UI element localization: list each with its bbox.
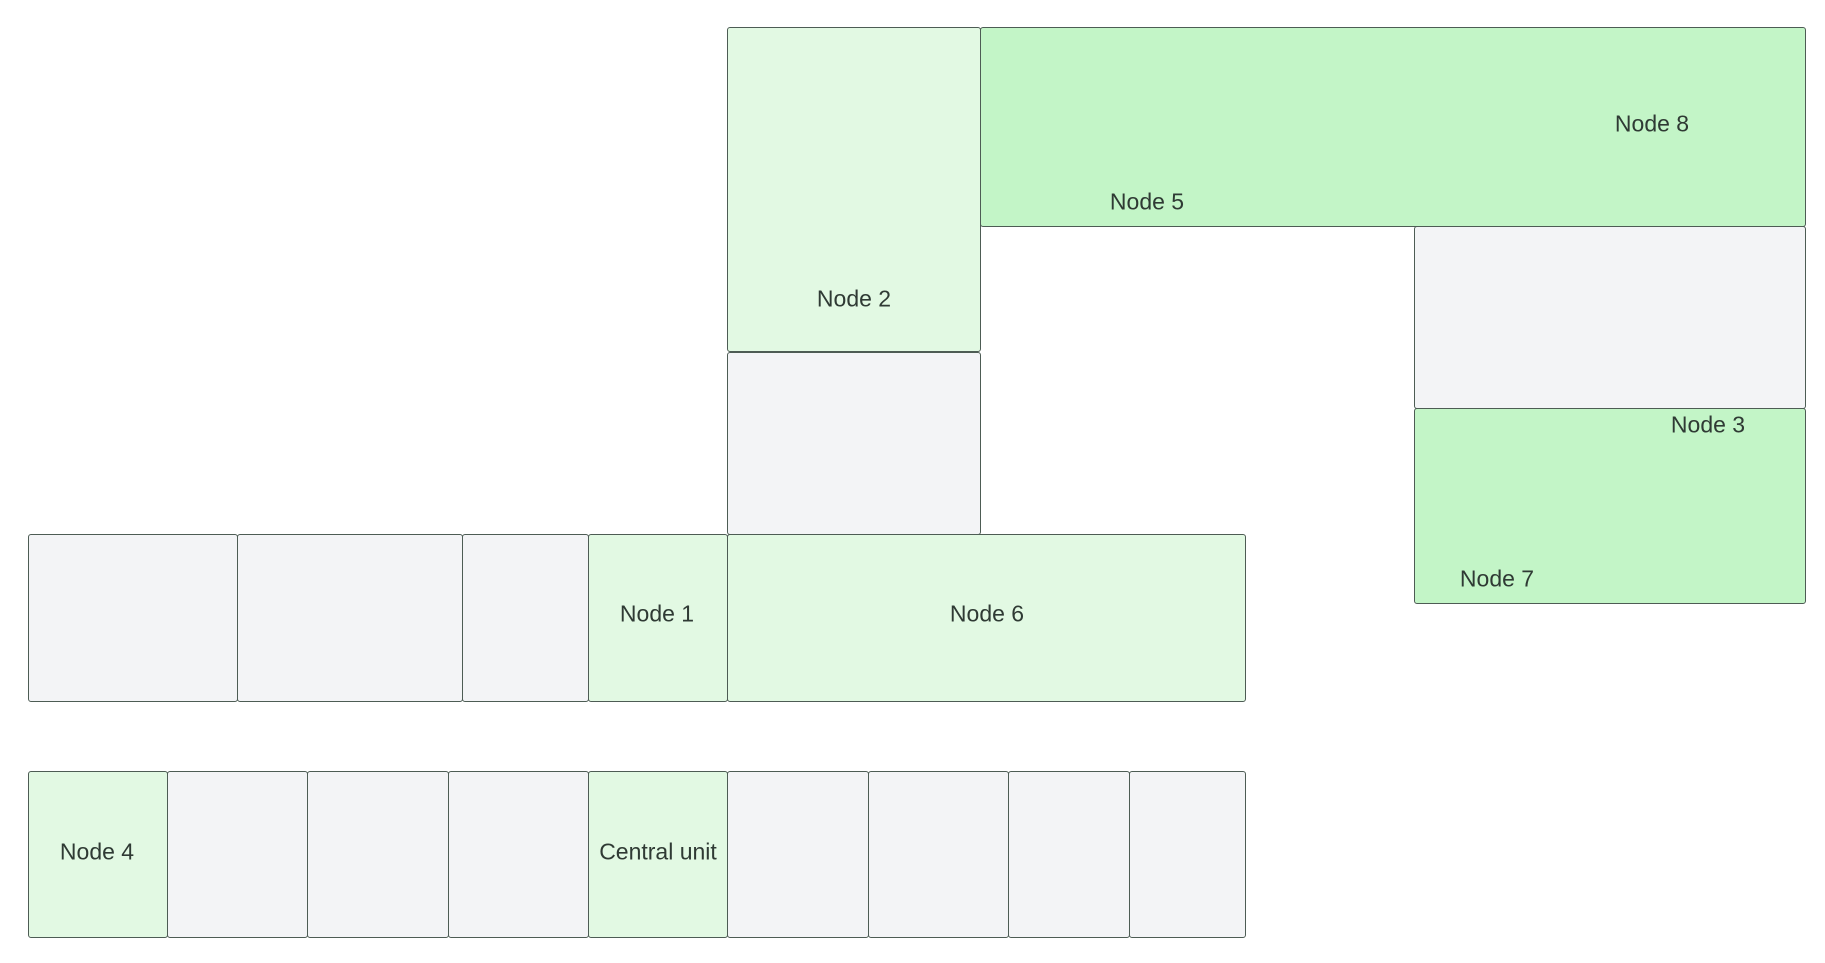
empty-block	[1008, 771, 1130, 938]
empty-block	[307, 771, 449, 938]
empty-block	[462, 534, 589, 702]
node-3-label: Node 3	[1670, 411, 1746, 438]
empty-block	[237, 534, 463, 702]
empty-block	[28, 534, 238, 702]
node-1-label: Node 1	[619, 600, 695, 627]
empty-block	[727, 771, 869, 938]
central-unit-label: Central unit	[599, 838, 717, 865]
node-2-block	[727, 27, 981, 352]
node-8-label: Node 8	[1614, 110, 1690, 137]
node-5-8-block	[980, 27, 1806, 227]
node-6-block	[727, 534, 1246, 702]
empty-block	[868, 771, 1009, 938]
node-3-7-block	[1414, 408, 1806, 604]
empty-block	[1414, 226, 1806, 409]
node-1-block	[588, 534, 728, 702]
node-2-label: Node 2	[816, 285, 892, 312]
node-5-label: Node 5	[1109, 188, 1185, 215]
empty-block	[1129, 771, 1246, 938]
empty-block	[727, 352, 981, 535]
empty-block	[167, 771, 308, 938]
node-6-label: Node 6	[949, 600, 1025, 627]
node-7-label: Node 7	[1459, 565, 1535, 592]
node-4-label: Node 4	[59, 838, 135, 865]
central-unit-block	[588, 771, 728, 938]
node-4-block	[28, 771, 168, 938]
empty-block	[448, 771, 589, 938]
